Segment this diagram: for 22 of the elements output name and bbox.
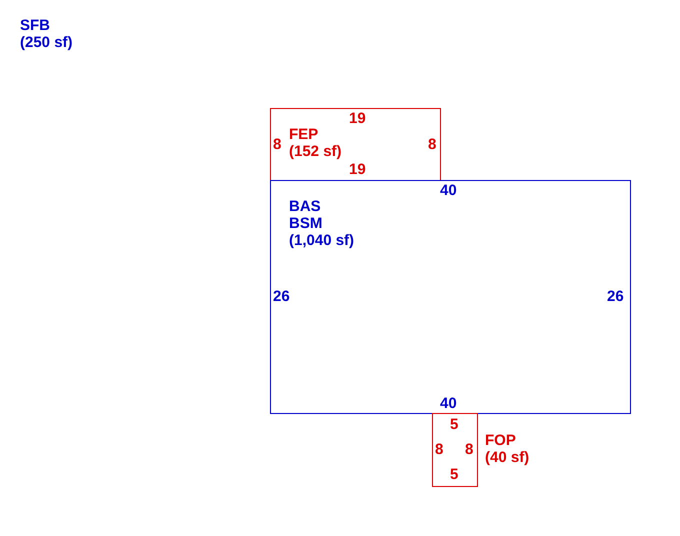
dimension-label: 8 (273, 136, 282, 153)
area-outline (270, 108, 441, 181)
area-label: (1,040 sf) (289, 232, 354, 249)
dimension-label: 5 (450, 416, 458, 433)
dimension-label: 40 (440, 395, 457, 412)
area-label: (152 sf) (289, 143, 342, 160)
dimension-label: 26 (273, 288, 290, 305)
area-label: BSM (289, 215, 322, 232)
dimension-label: 19 (349, 110, 366, 127)
area-label: (40 sf) (485, 449, 530, 466)
dimension-label: 26 (607, 288, 624, 305)
area-outline (270, 180, 631, 414)
dimension-label: 19 (349, 161, 366, 178)
dimension-label: 8 (465, 441, 474, 458)
dimension-label: 5 (450, 466, 458, 483)
area-label: BAS (289, 198, 321, 215)
dimension-label: 40 (440, 182, 457, 199)
dimension-label: 8 (435, 441, 444, 458)
area-label: SFB (250 sf) (20, 17, 74, 51)
dimension-label: 8 (428, 136, 436, 153)
area-label: FOP (485, 432, 516, 449)
area-label: FEP (289, 126, 318, 143)
